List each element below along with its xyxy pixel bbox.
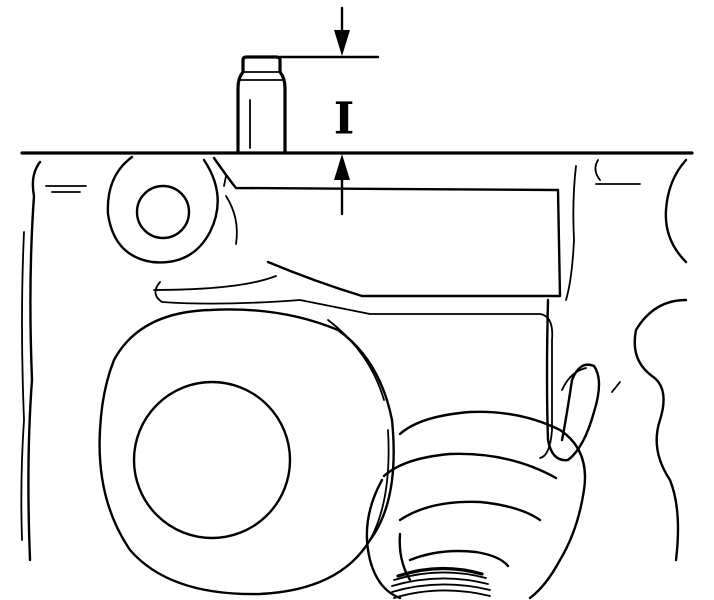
dimension-label: I xyxy=(334,94,355,145)
upper-passage xyxy=(153,156,577,459)
valve-spring-assembly xyxy=(365,410,587,600)
dimension-arrow-bottom xyxy=(334,154,350,180)
protruding-stud xyxy=(236,55,287,155)
rib-hook xyxy=(545,298,601,462)
valve-port xyxy=(98,308,395,596)
dimension-arrow-top xyxy=(334,30,350,56)
bolt-boss xyxy=(106,155,219,264)
head-casting-outline xyxy=(20,158,688,562)
height-dimension: I xyxy=(278,6,380,216)
detail-marks xyxy=(223,175,621,393)
